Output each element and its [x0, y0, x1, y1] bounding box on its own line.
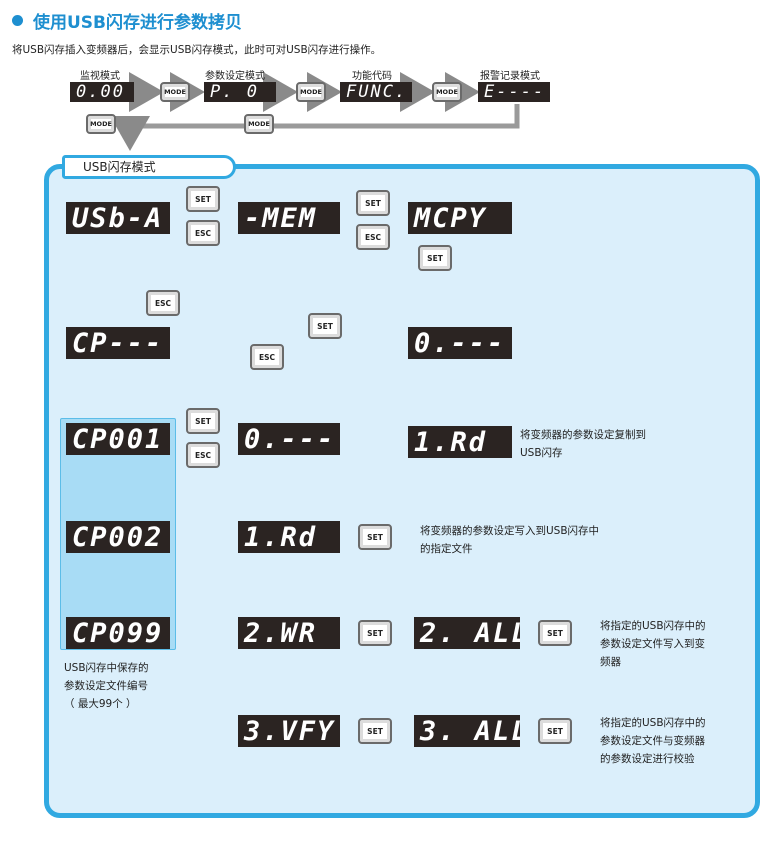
note-line: USB闪存中保存的	[64, 662, 149, 674]
note-line: 的参数设定进行校验	[600, 753, 695, 765]
note-line: USB闪存	[520, 447, 563, 459]
note-line: 将变频器的参数设定写入到USB闪存中	[420, 525, 600, 537]
display-two-all: 2. ALL	[414, 617, 520, 649]
display-mcpy: MCPY	[408, 202, 512, 234]
display-one-rd-mid: 1.Rd	[238, 521, 340, 553]
note-file-number: USB闪存中保存的 参数设定文件编号 （ 最大99个 ）	[64, 659, 149, 713]
display-cp001: CP001	[66, 423, 170, 455]
display-cp099: CP099	[66, 617, 170, 649]
set-key[interactable]: SET	[358, 620, 392, 646]
note-copy-to-usb: 将变频器的参数设定复制到 USB闪存	[520, 426, 646, 462]
esc-key[interactable]: ESC	[356, 224, 390, 250]
set-key[interactable]: SET	[418, 245, 452, 271]
note-write-to-inverter: 将指定的USB闪存中的 参数设定文件写入到变 频器	[600, 617, 706, 671]
note-write-to-usb: 将变频器的参数设定写入到USB闪存中 的指定文件	[420, 522, 599, 558]
label-parameter-mode: 参数设定模式	[205, 71, 265, 82]
set-key[interactable]: SET	[538, 718, 572, 744]
set-key[interactable]: SET	[308, 313, 342, 339]
set-key[interactable]: SET	[356, 190, 390, 216]
set-key[interactable]: SET	[358, 718, 392, 744]
label-alarm-mode: 报警记录模式	[480, 71, 540, 82]
usb-mode-tab: USB闪存模式	[62, 155, 236, 179]
display-two-wr: 2.WR	[238, 617, 340, 649]
display-three-vfy: 3.VFY	[238, 715, 340, 747]
label-function-code: 功能代码	[352, 71, 392, 82]
mode-key[interactable]: MODE	[432, 82, 462, 102]
esc-key[interactable]: ESC	[186, 220, 220, 246]
mode-key[interactable]: MODE	[296, 82, 326, 102]
label-monitor-mode: 监视模式	[80, 71, 120, 82]
display-zero-dash-right: 0.---	[408, 327, 512, 359]
display-zero-dash-mid: 0.---	[238, 423, 340, 455]
esc-key[interactable]: ESC	[250, 344, 284, 370]
bullet-icon	[12, 15, 23, 26]
set-key[interactable]: SET	[358, 524, 392, 550]
set-key[interactable]: SET	[186, 408, 220, 434]
note-line: 参数设定文件写入到变	[600, 638, 705, 650]
display-parameter: P. 0	[204, 82, 276, 102]
display-alarm: E----	[478, 82, 550, 102]
display-mem: -MEM	[238, 202, 340, 234]
note-line: 参数设定文件编号	[64, 680, 148, 692]
display-monitor: 0.00	[70, 82, 134, 102]
set-key[interactable]: SET	[538, 620, 572, 646]
note-line: 将变频器的参数设定复制到	[520, 429, 646, 441]
note-line: 将指定的USB闪存中的	[600, 620, 706, 632]
display-cp002: CP002	[66, 521, 170, 553]
note-line: 的指定文件	[420, 543, 473, 555]
note-line: 频器	[600, 656, 621, 668]
set-key[interactable]: SET	[186, 186, 220, 212]
display-cp: CP---	[66, 327, 170, 359]
esc-key[interactable]: ESC	[186, 442, 220, 468]
page-title: 使用USB闪存进行参数拷贝	[12, 8, 242, 33]
display-function: FUNC.	[340, 82, 412, 102]
title-text: 使用USB闪存进行参数拷贝	[33, 13, 243, 33]
esc-key[interactable]: ESC	[146, 290, 180, 316]
display-usb-a: USb-A	[66, 202, 170, 234]
mode-key-press[interactable]: MODE	[86, 114, 116, 134]
display-three-all: 3. ALL	[414, 715, 520, 747]
note-line: 将指定的USB闪存中的	[600, 717, 706, 729]
display-one-rd-right: 1.Rd	[408, 426, 512, 458]
mode-key[interactable]: MODE	[160, 82, 190, 102]
page-subtitle: 将USB闪存插入变频器后，会显示USB闪存模式，此时可对USB闪存进行操作。	[12, 44, 382, 56]
mode-key-press[interactable]: MODE	[244, 114, 274, 134]
note-line: （ 最大99个 ）	[64, 698, 137, 710]
note-line: 参数设定文件与变频器	[600, 735, 705, 747]
note-verify: 将指定的USB闪存中的 参数设定文件与变频器 的参数设定进行校验	[600, 714, 706, 768]
